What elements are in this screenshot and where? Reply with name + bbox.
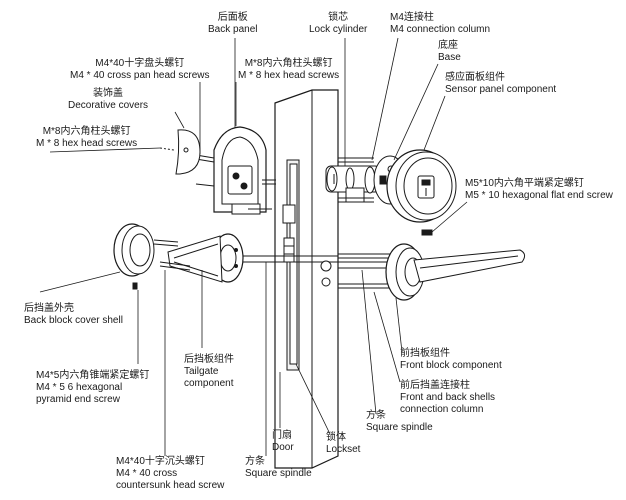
label-shells-connection-column: 前后挡盖连接柱 Front and back shells connection… xyxy=(400,380,496,415)
label-door: 门扇 Door xyxy=(272,430,294,453)
label-sensor-panel: 感应面板组件 Sensor panel component xyxy=(445,72,557,95)
back-block-cover-shell xyxy=(113,223,155,277)
countersunk-screws xyxy=(153,239,191,271)
decorative-cover xyxy=(159,129,201,175)
label-front-block-component: 前挡板组件 Front block component xyxy=(400,348,502,371)
label-back-panel: 后面板 Back panel xyxy=(208,12,258,35)
label-square-spindle-left: 方条 Square spindle xyxy=(245,456,312,479)
front-block-lever xyxy=(385,243,526,301)
hex-flat-end-screw xyxy=(421,229,433,236)
m4-connection-columns xyxy=(338,157,374,203)
label-m4-connection-column: M4连接柱 M4 connection column xyxy=(390,12,491,35)
label-square-spindle-right: 方条 Square spindle xyxy=(366,410,433,433)
label-m4x40-countersunk-screw: M4*40十字沉头螺钉 M4 * 40 cross countersunk he… xyxy=(116,456,225,491)
label-tailgate-component: 后挡板组件 Tailgate component xyxy=(184,354,234,389)
pyramid-end-screw xyxy=(132,282,138,290)
sensor-panel xyxy=(386,149,457,223)
leader-lines xyxy=(39,37,468,456)
label-m8-hex-head-screws-top: M*8内六角柱头螺钉 M * 8 hex head screws xyxy=(238,58,340,81)
back-panel xyxy=(213,126,272,215)
label-decorative-covers: 装饰盖 Decorative covers xyxy=(68,88,149,111)
label-lockset: 锁体 Lockset xyxy=(326,432,361,455)
label-m4x5-pyramid-screw: M4*5内六角锥端紧定螺钉 M4 * 5 6 hexagonal pyramid… xyxy=(36,370,150,405)
lockset-body xyxy=(282,163,298,365)
label-base: 底座 Base xyxy=(438,40,461,63)
tailgate-component xyxy=(167,233,244,283)
label-m4x40-pan-head-screws: M4*40十字盘头螺钉 M4 * 40 cross pan head screw… xyxy=(70,58,210,81)
label-m8-hex-head-screws-left: M*8内六角柱头螺钉 M * 8 hex head screws xyxy=(36,126,138,149)
label-back-block-cover-shell: 后挡盖外壳 Back block cover shell xyxy=(24,303,123,326)
lock-cylinder xyxy=(325,165,381,203)
label-m5x10-hex-flat-screw: M5*10内六角平端紧定螺钉 M5 * 10 hexagonal flat en… xyxy=(465,178,613,201)
label-lock-cylinder: 锁芯 Lock cylinder xyxy=(309,12,368,35)
